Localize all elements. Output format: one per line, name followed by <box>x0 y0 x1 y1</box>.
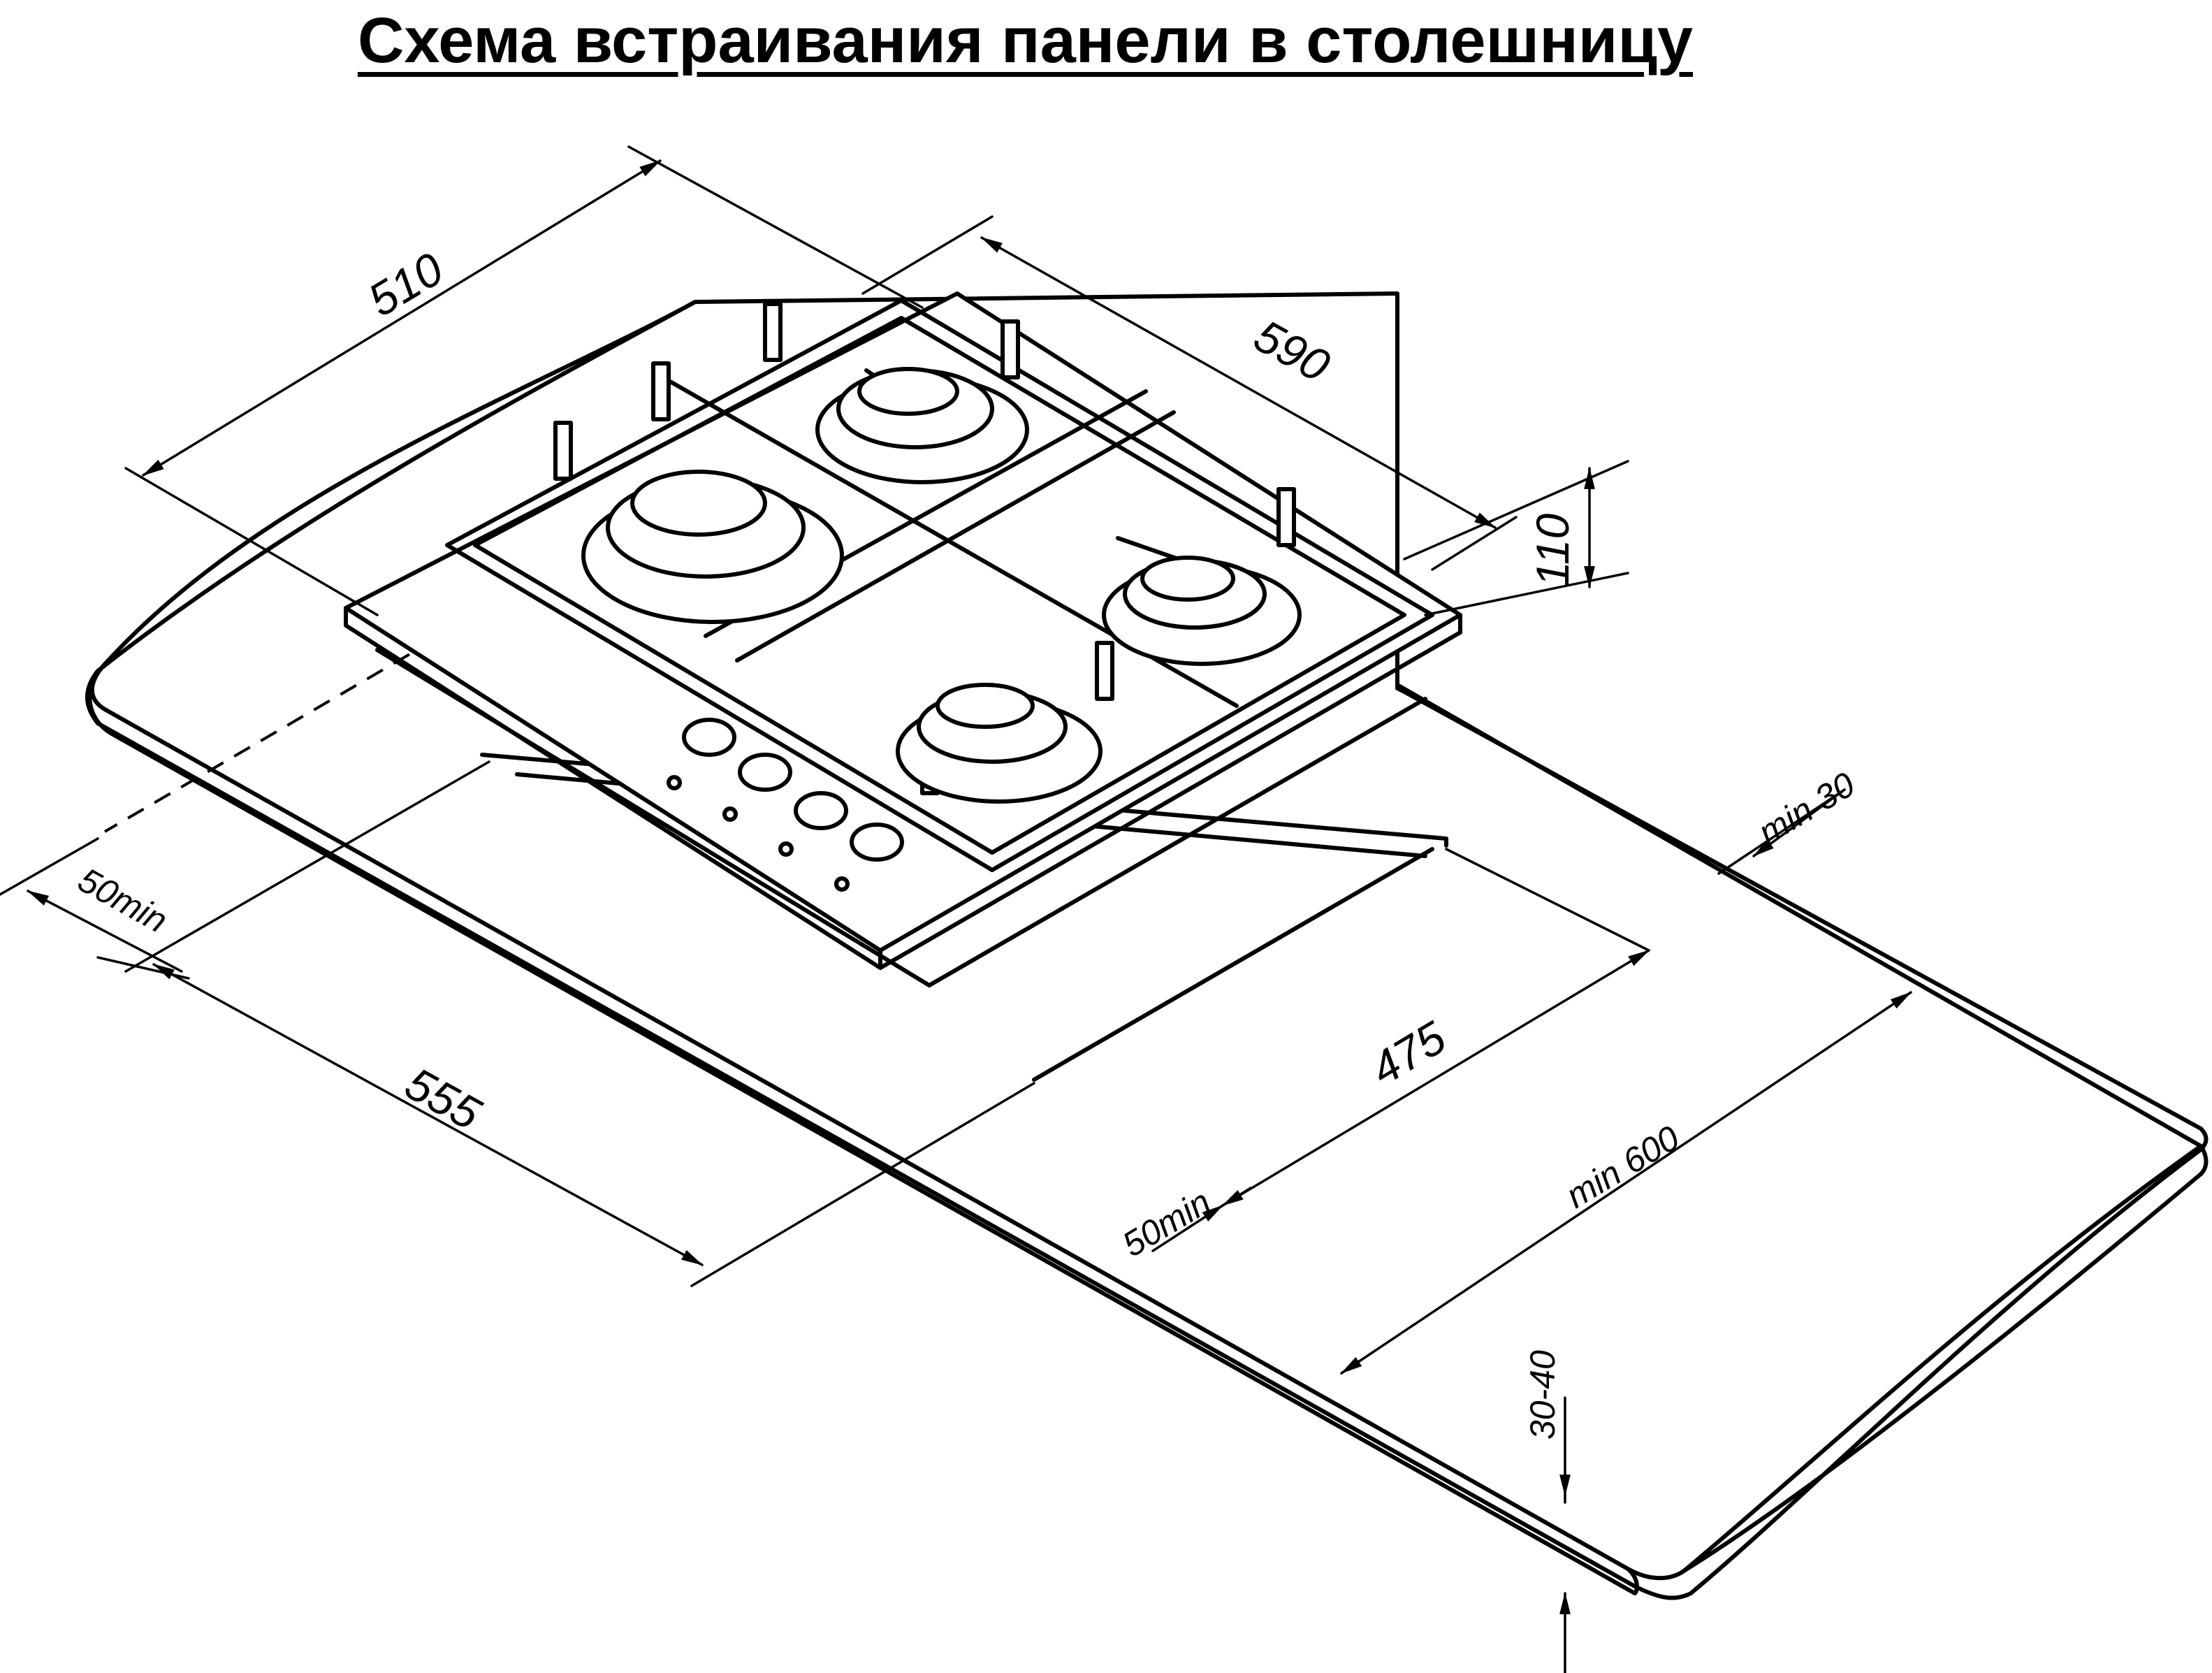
burner-front-right <box>1102 556 1302 666</box>
dim-110-label: 110 <box>1527 513 1578 587</box>
dim-back-gap-label: 50min <box>72 860 174 941</box>
burner-back-right <box>815 367 1029 484</box>
burner-back-left <box>581 470 844 624</box>
burner-front-left <box>896 683 1103 804</box>
dim-side-gap-label: min 30 <box>1752 765 1862 852</box>
page-title: Схема встраивания панели в столешницу <box>357 5 1694 76</box>
dim-counter-thickness-label: 30-40 <box>1523 1350 1562 1440</box>
dimension-lines <box>0 145 1912 1673</box>
dim-555-label: 555 <box>397 1057 489 1140</box>
control-knobs <box>667 718 904 892</box>
dim-510-label: 510 <box>359 242 452 326</box>
